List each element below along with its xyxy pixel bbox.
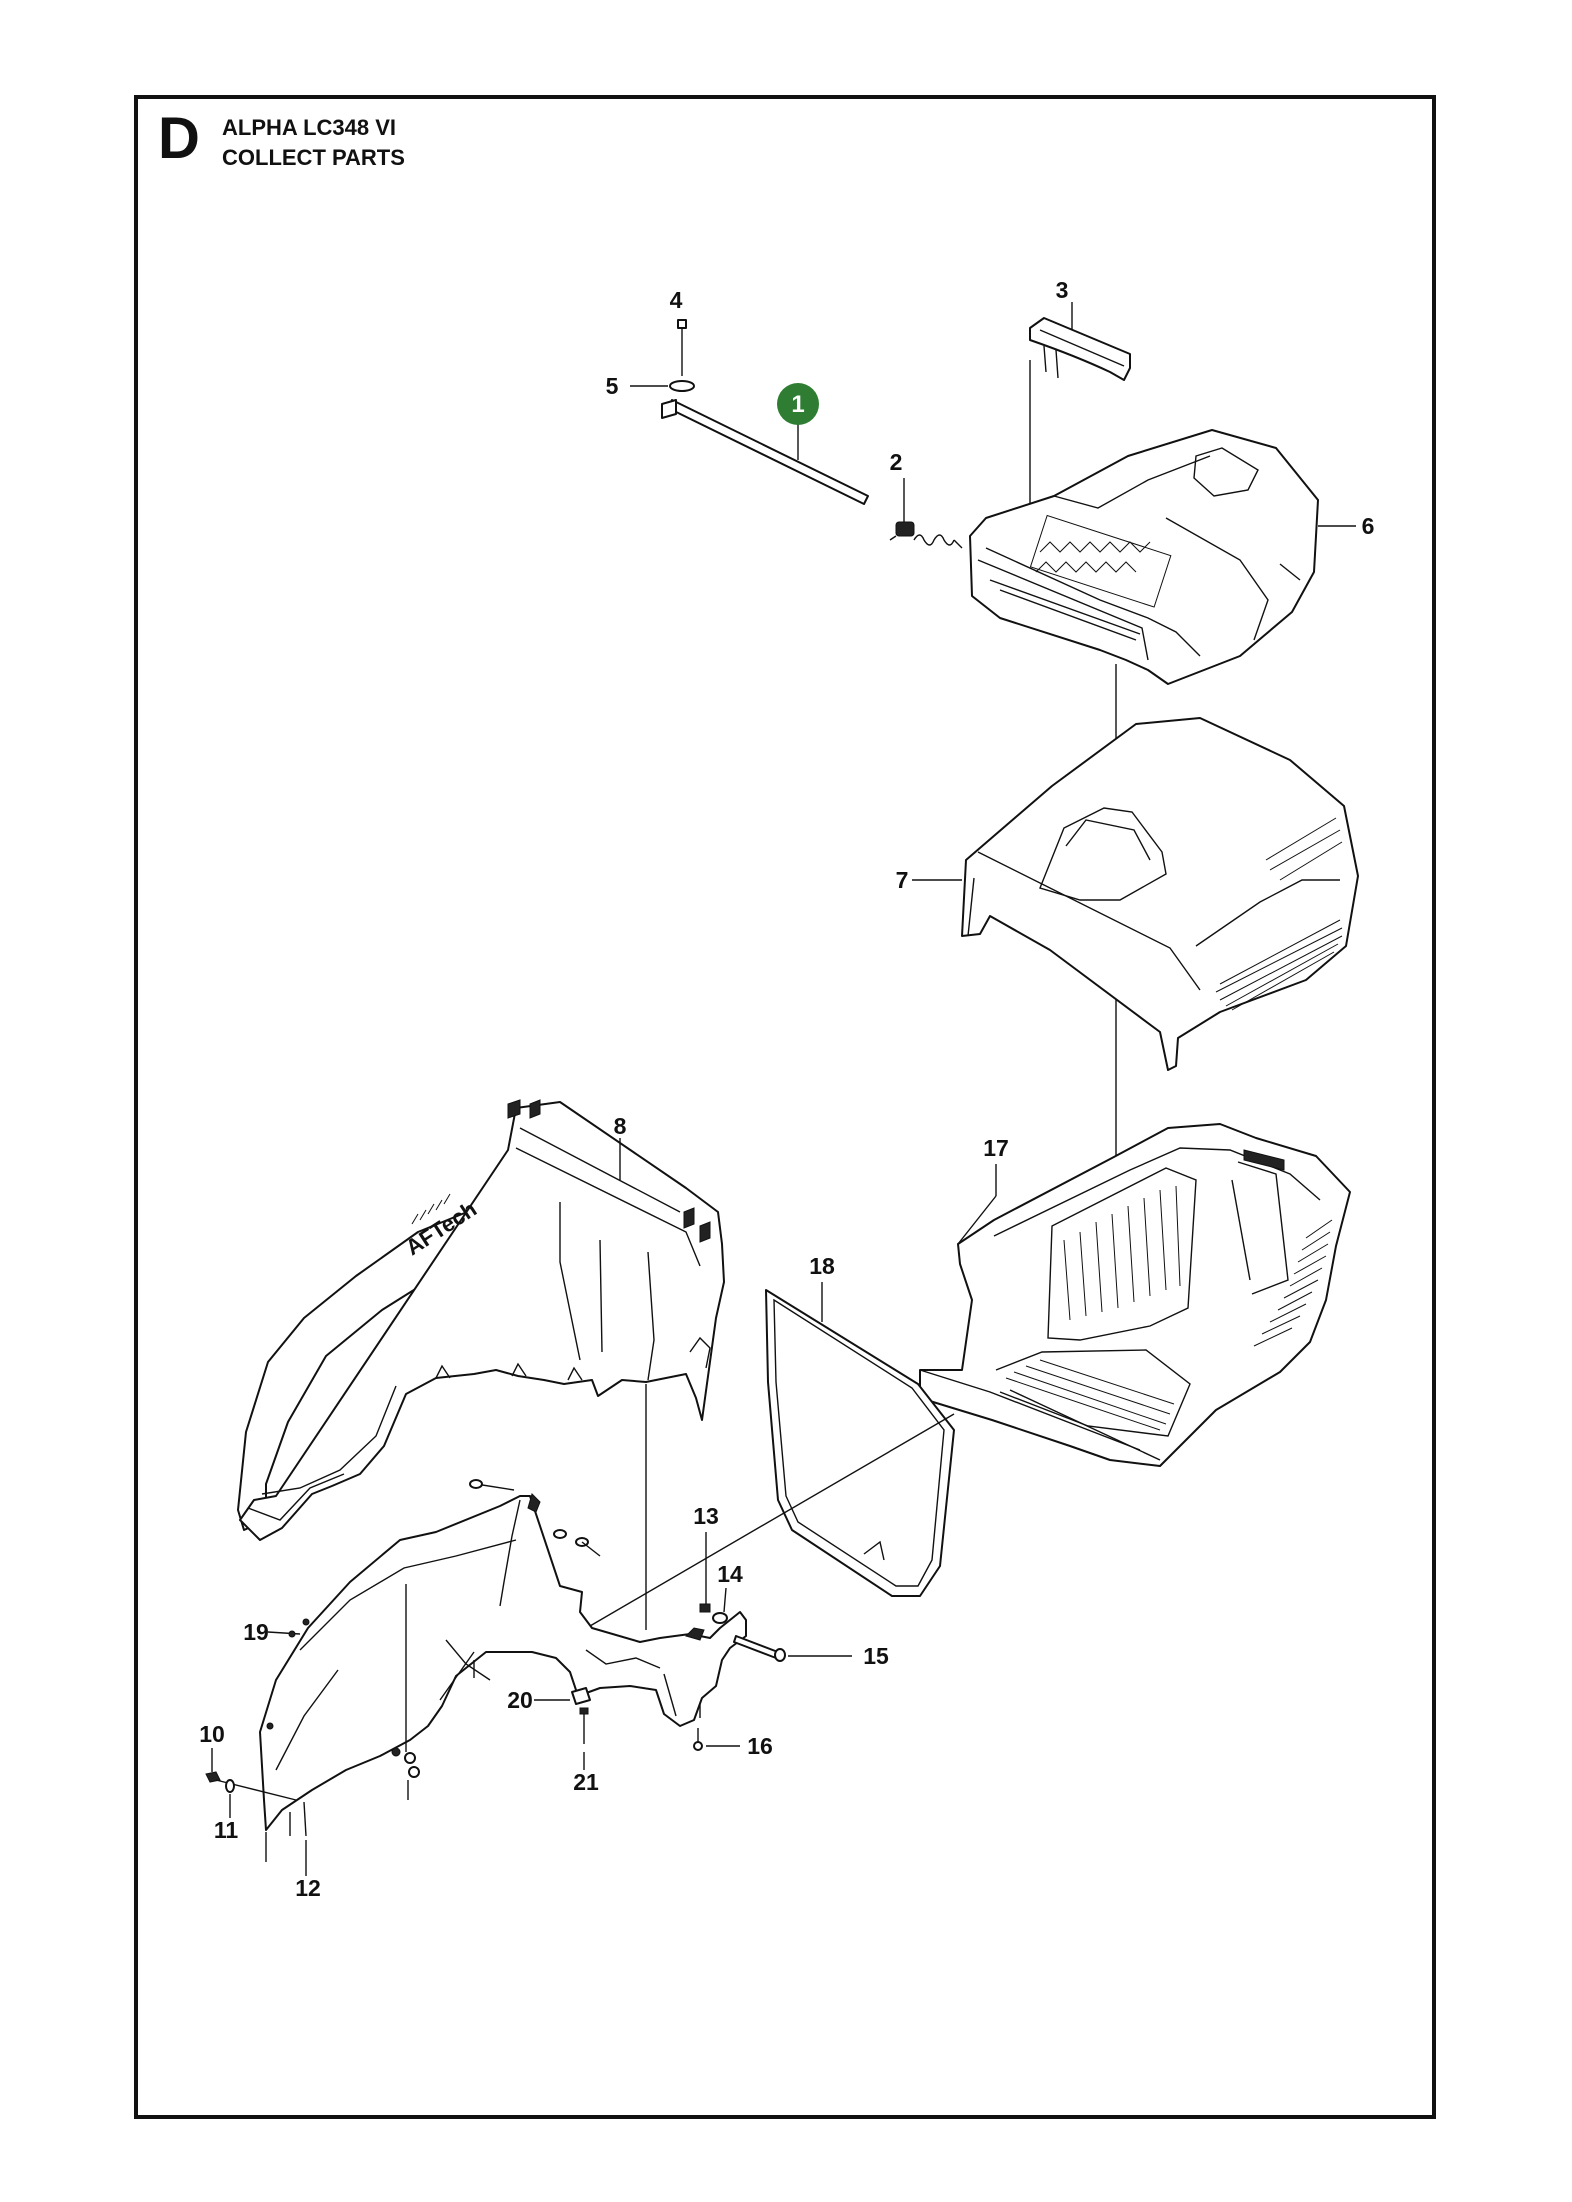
callout-15[interactable]: 15 [863,1643,889,1669]
diagram-frame [134,95,1436,2119]
part-4-screw [677,319,687,376]
highlight-badge [777,383,819,425]
callout-10[interactable]: 10 [199,1721,225,1747]
callout-14[interactable]: 14 [717,1561,743,1587]
part-19-chute-housing [259,1493,747,1831]
part-16-screw [693,1728,740,1751]
callout-17[interactable]: 17 [983,1135,1009,1161]
callout-19[interactable]: 19 [243,1619,269,1645]
part-17-grass-basket [919,1123,1351,1467]
callout-6[interactable]: 6 [1362,513,1375,539]
part-3-handle-grip [1029,302,1131,560]
section-subtitle: COLLECT PARTS [222,145,405,170]
part-21-screw [579,1707,589,1770]
part-14-washer [712,1587,728,1624]
part-13-nut [699,1532,711,1613]
callout-1-highlight[interactable]: 1 [777,383,819,425]
part-2-spring [889,478,963,549]
callout-16[interactable]: 16 [747,1733,773,1759]
part-5-washer [630,380,695,392]
part-18-wire-frame [589,1282,955,1627]
callout-13[interactable]: 13 [693,1503,719,1529]
part-15-bolt [733,1635,852,1662]
callout-7[interactable]: 7 [896,867,909,893]
callout-20[interactable]: 20 [507,1687,533,1713]
callout-18[interactable]: 18 [809,1253,835,1279]
callout-8[interactable]: 8 [614,1113,627,1139]
part-11-washer [225,1779,235,1818]
section-letter: D [158,106,200,171]
callout-labels: 2 3 4 5 6 7 8 10 11 12 13 14 15 16 17 18… [199,277,1374,1901]
model-title: ALPHA LC348 VI [222,115,397,140]
callout-3[interactable]: 3 [1056,277,1069,303]
callout-5[interactable]: 5 [606,373,619,399]
callout-21[interactable]: 21 [573,1769,599,1795]
part-20-clip [534,1687,591,1705]
hardware-fasteners-left [391,1660,701,1800]
part-12-screw [265,1801,307,1876]
callout-12[interactable]: 12 [295,1875,321,1901]
callout-2[interactable]: 2 [890,449,903,475]
part-1-handle-rod [661,399,869,505]
part-7-frame-lid [912,717,1359,1071]
hardware-bolts-top [469,1479,601,1557]
callout-4[interactable]: 4 [670,287,683,313]
callout-11[interactable]: 11 [214,1817,239,1843]
highlight-label: 1 [791,391,804,418]
